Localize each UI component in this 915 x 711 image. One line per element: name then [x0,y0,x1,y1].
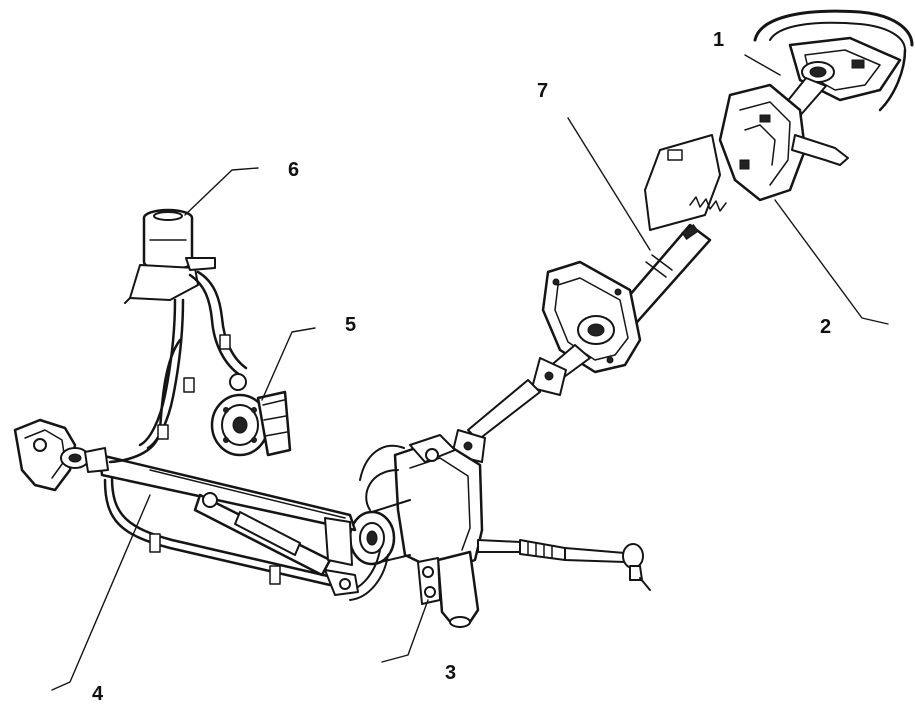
pressure-hoses [108,270,248,464]
leader-line-5 [261,327,316,401]
callout-label-3: 3 [445,662,456,684]
steering-column [608,77,849,332]
intermediate-shaft [451,344,591,463]
drag-link-assembly [98,453,359,596]
steering-gear-box [344,434,484,628]
tie-rod-right [477,539,651,591]
callout-label-2: 2 [820,316,831,338]
power-steering-pump [210,373,292,457]
steering-knuckle-left [13,418,109,492]
leader-line-4 [51,494,151,691]
leader-line-2 [774,199,889,325]
callout-label-7: 7 [537,80,548,102]
leader-line-7 [567,117,651,251]
callout-label-4: 4 [92,683,104,705]
callout-label-5: 5 [345,314,356,336]
leader-lines [51,54,889,691]
leader-line-1 [744,54,781,76]
callout-label-6: 6 [288,159,299,181]
fluid-reservoir [124,208,216,304]
column-flange-plate [541,260,642,374]
leader-line-3 [381,599,429,663]
callout-label-1: 1 [713,29,724,51]
leader-line-6 [184,167,259,216]
